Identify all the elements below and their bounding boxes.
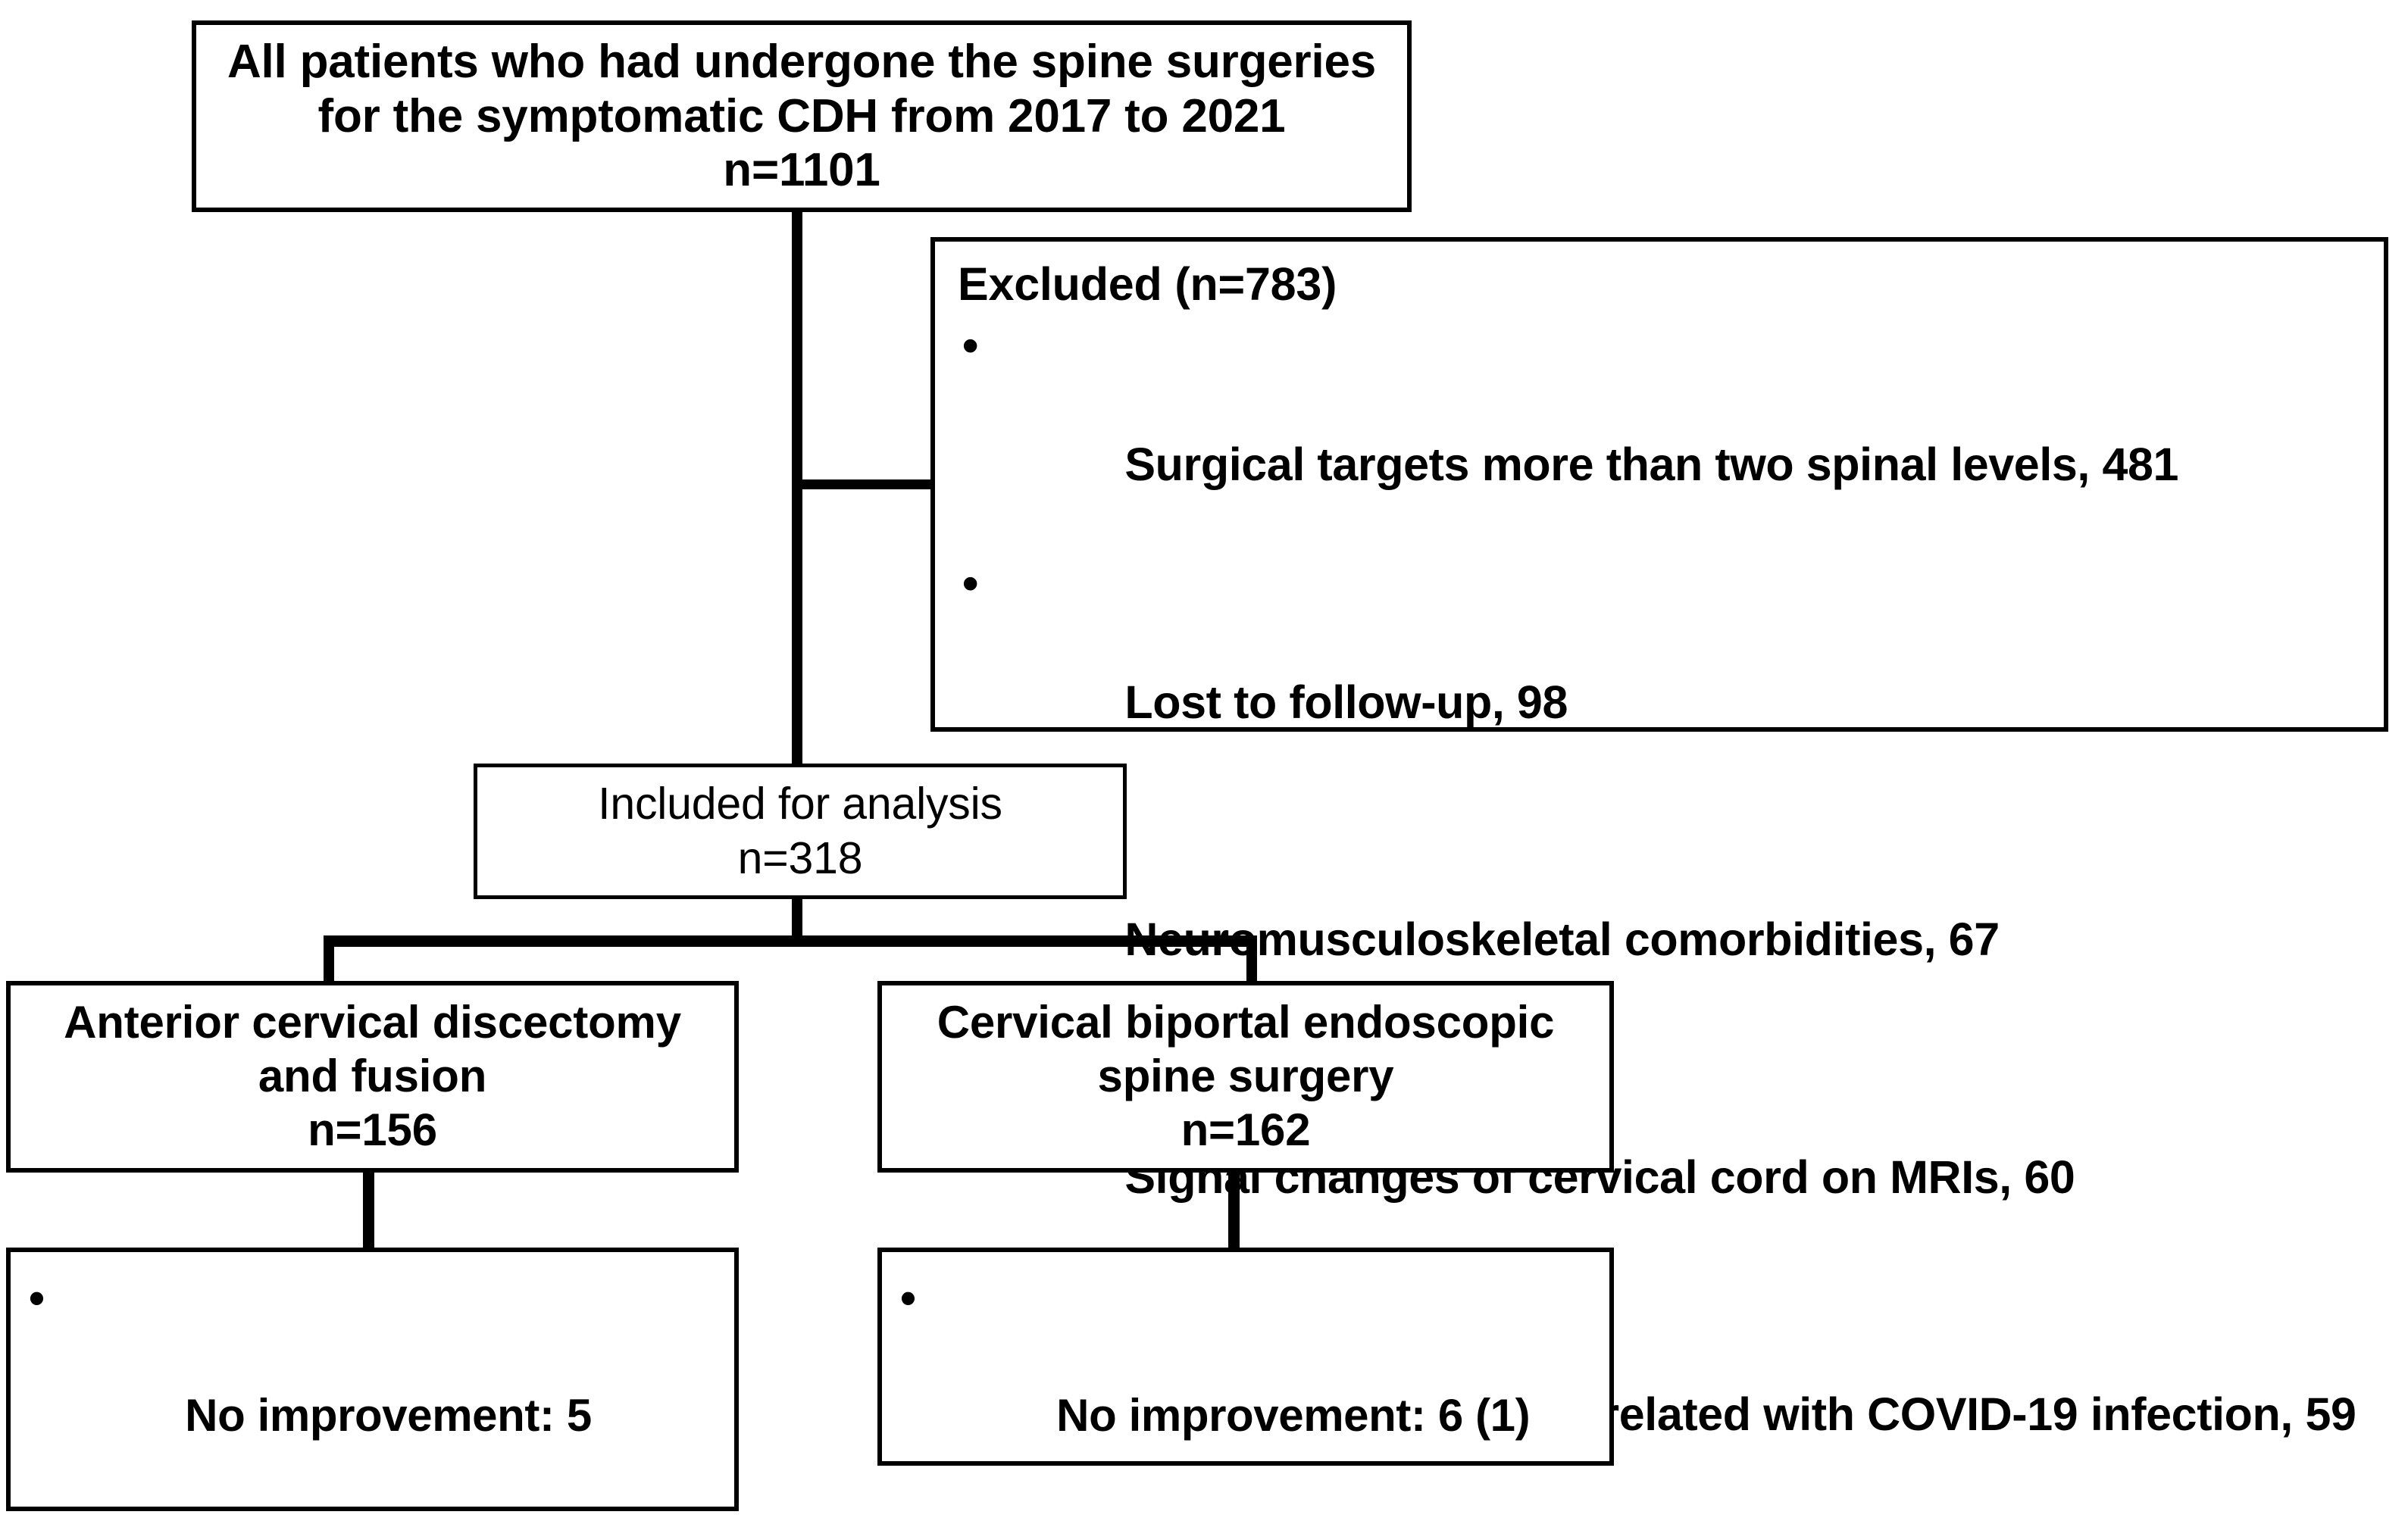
bullet-icon: •: [29, 1273, 45, 1323]
connector-arm-cbess-to-outcomes: [1228, 1169, 1240, 1252]
source-population-box: All patients who had undergone the spine…: [192, 20, 1412, 212]
bullet-icon: •: [900, 1504, 916, 1521]
list-item: • No improvement: 6 (1): [899, 1269, 1602, 1504]
outcomes-box-acdf: • No improvement: 5 • Hoarseness: 2 • Dy…: [6, 1248, 739, 1521]
excluded-reason-label: Lost to follow-up, 98: [1124, 676, 1568, 728]
connector-split-to-arm-acdf: [324, 935, 334, 984]
connector-split-bar: [324, 935, 1257, 947]
bullet-icon: •: [29, 1504, 45, 1521]
arm-acdf-line-2: and fusion: [258, 1051, 487, 1102]
excluded-reason-label: Neuromusculoskeletal comorbidities, 67: [1124, 914, 2000, 966]
included-box: Included for analysis n=318: [474, 764, 1127, 899]
bullet-icon: •: [900, 1273, 916, 1323]
list-item: • Motor weakness: 2: [899, 1504, 1602, 1521]
arm-box-cbess: Cervical biportal endoscopic spine surge…: [877, 981, 1614, 1173]
arm-cbess-line-1: Cervical biportal endoscopic: [937, 997, 1555, 1048]
bullet-icon: •: [962, 557, 978, 609]
excluded-reason-label: Surgical targets more than two spinal le…: [1124, 439, 2179, 491]
included-label: Included for analysis: [598, 778, 1002, 829]
bullet-icon: •: [962, 320, 978, 372]
outcome-list-acdf: • No improvement: 5 • Hoarseness: 2 • Dy…: [27, 1269, 727, 1521]
list-item: • Lost to follow-up, 98: [958, 554, 2364, 792]
outcome-list-cbess: • No improvement: 6 (1) • Motor weakness…: [899, 1269, 1602, 1521]
arm-box-acdf: Anterior cervical discectomy and fusion …: [6, 981, 739, 1173]
arm-cbess-count: n=162: [1181, 1104, 1311, 1155]
connector-trunk-to-excluded: [792, 479, 936, 489]
list-item: • No improvement: 5: [27, 1269, 727, 1504]
included-count: n=318: [737, 832, 863, 883]
list-item: • Significant trauma, 16: [958, 1504, 2364, 1521]
arm-acdf-line-1: Anterior cervical discectomy: [64, 997, 681, 1048]
connector-arm-acdf-to-outcomes: [363, 1169, 374, 1252]
outcomes-box-cbess: • No improvement: 6 (1) • Motor weakness…: [877, 1248, 1614, 1521]
excluded-box: Excluded (n=783) • Surgical targets more…: [930, 237, 2388, 1521]
source-line-2: for the symptomatic CDH from 2017 to 202…: [317, 89, 1286, 142]
excluded-title: Excluded (n=783): [958, 258, 1337, 310]
connector-split-to-arm-cbess: [1246, 935, 1257, 984]
outcome-label: No improvement: 5: [185, 1389, 592, 1441]
source-count: n=1101: [723, 144, 880, 197]
list-item: • Neuromusculoskeletal comorbidities, 67: [958, 791, 2364, 1029]
bullet-icon: •: [962, 1504, 978, 1521]
source-line-1: All patients who had undergone the spine…: [227, 35, 1377, 88]
list-item: • Surgical targets more than two spinal …: [958, 316, 2364, 554]
outcome-label: No improvement: 6 (1): [1056, 1389, 1531, 1441]
list-item: • Hoarseness: 2: [27, 1504, 727, 1521]
arm-cbess-line-2: spine surgery: [1097, 1051, 1394, 1102]
connector-included-to-split: [792, 899, 802, 945]
arm-acdf-count: n=156: [308, 1104, 437, 1155]
